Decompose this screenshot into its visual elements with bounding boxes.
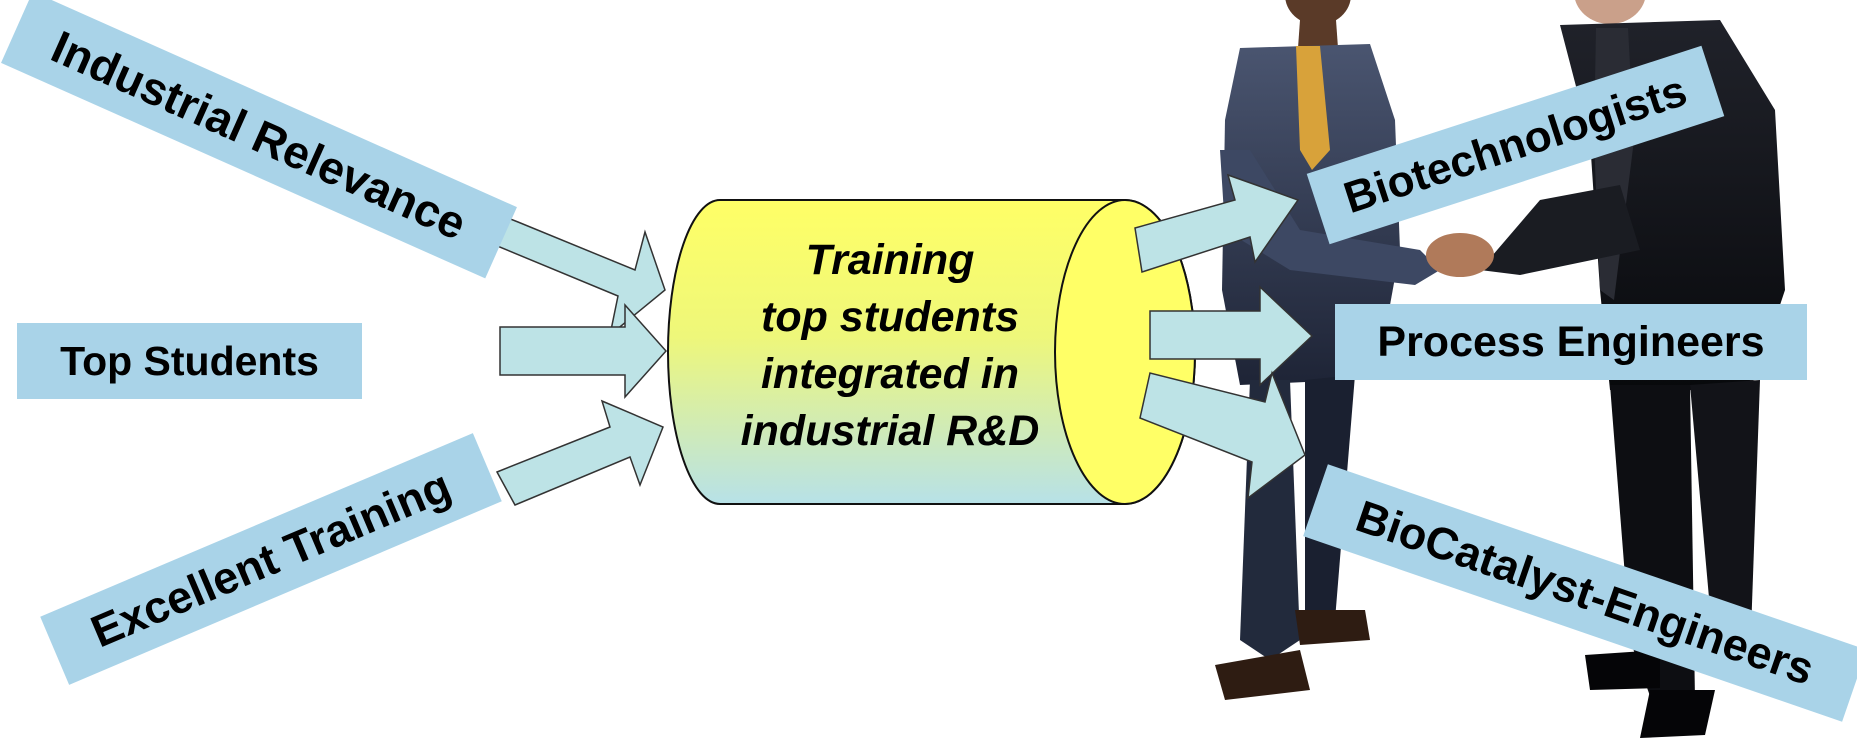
arrow-to-process-engineers xyxy=(1149,285,1314,387)
arrow-students-to-cylinder xyxy=(499,303,668,399)
arrow-to-biocatalyst-engineers xyxy=(1139,370,1306,500)
label-top-students: Top Students xyxy=(17,323,362,399)
training-cylinder xyxy=(667,199,1196,505)
arrow-training-to-cylinder xyxy=(495,399,664,506)
arrow-industrial-to-cylinder xyxy=(489,211,666,337)
arrow-to-biotechnologists xyxy=(1134,173,1300,273)
output-arrows xyxy=(1134,173,1314,500)
center-line-1: Training xyxy=(805,236,975,284)
label-process-engineers: Process Engineers xyxy=(1335,304,1807,380)
center-caption: Training top students integrated in indu… xyxy=(700,232,1080,460)
center-line-2: top students xyxy=(761,293,1019,341)
center-line-4: industrial R&D xyxy=(740,407,1040,455)
center-line-3: integrated in xyxy=(760,350,1020,398)
input-arrows xyxy=(489,211,668,506)
